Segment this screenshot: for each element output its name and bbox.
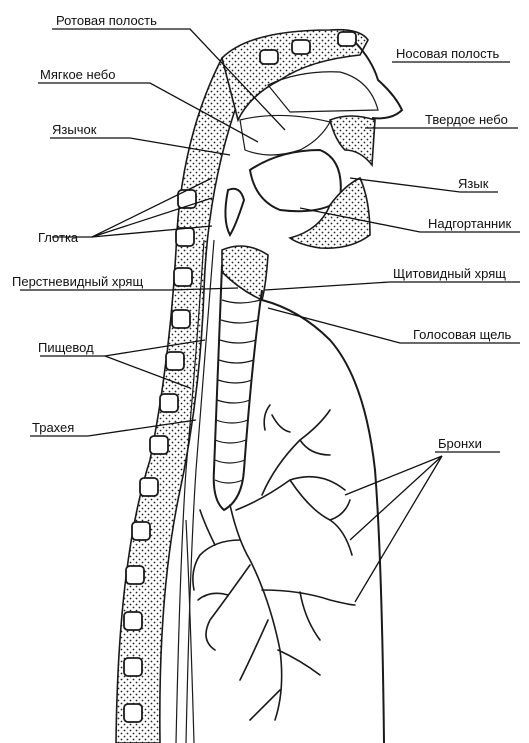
bronchial-tree bbox=[193, 405, 355, 720]
spinal-column bbox=[116, 58, 250, 743]
jaw-shape bbox=[290, 178, 370, 248]
anatomy-illustration bbox=[116, 30, 402, 743]
label-glottis: Голосовая щель bbox=[413, 327, 512, 342]
label-thyroid-cartilage: Щитовидный хрящ bbox=[393, 266, 506, 281]
tongue-shape bbox=[250, 150, 341, 211]
label-cricoid-cartilage: Перстневидный хрящ bbox=[12, 274, 143, 289]
label-epiglottis: Надгортанник bbox=[428, 216, 511, 231]
label-oral-cavity: Ротовая полость bbox=[56, 13, 157, 28]
label-nasal-cavity: Носовая полость bbox=[396, 46, 500, 61]
nose-outline bbox=[355, 42, 402, 118]
epiglottis-shape bbox=[225, 189, 244, 235]
label-hard-palate: Твердое небо bbox=[425, 112, 508, 127]
label-uvula: Язычок bbox=[52, 122, 97, 137]
label-trachea: Трахея bbox=[32, 420, 74, 435]
label-bronchi: Бронхи bbox=[438, 436, 482, 451]
label-pharynx: Глотка bbox=[38, 230, 79, 245]
label-soft-palate: Мягкое небо bbox=[40, 67, 115, 82]
label-tongue: Язык bbox=[458, 176, 489, 191]
trachea-rings bbox=[215, 300, 260, 483]
label-esophagus: Пищевод bbox=[38, 340, 94, 355]
hard-palate-shape bbox=[330, 116, 375, 165]
